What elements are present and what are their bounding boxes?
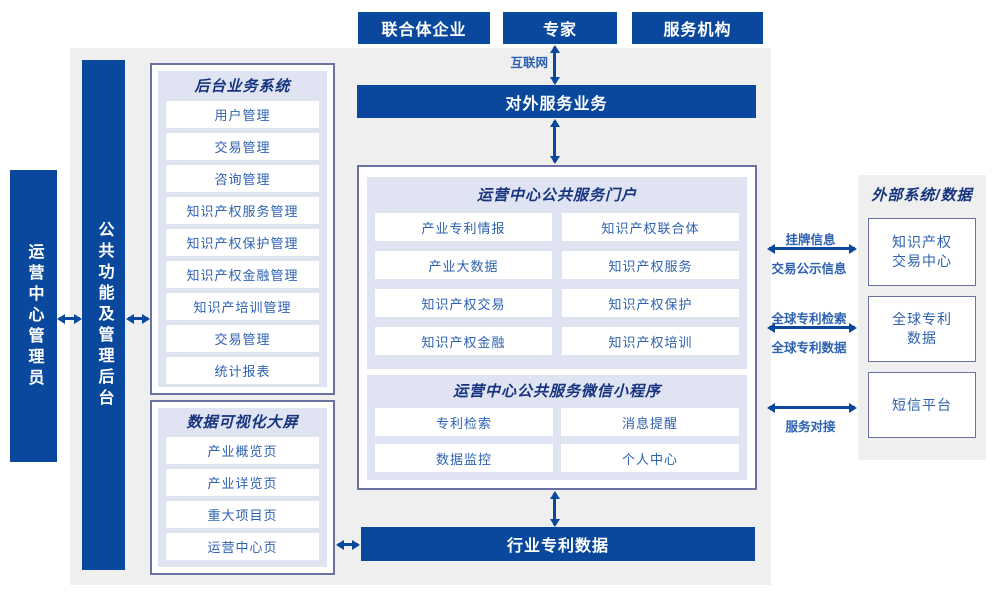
screen-item: 运营中心页	[166, 533, 319, 560]
global-patent-data-line1: 全球专利	[892, 311, 952, 328]
global-patent-data-box: 全球专利 数据	[868, 296, 976, 362]
backend-item: 用户管理	[166, 101, 319, 128]
industry-patent-bar: 行业专利数据	[361, 527, 755, 561]
union-enterprise-box: 联合体企业	[358, 12, 490, 44]
screen-item: 产业概览页	[166, 437, 319, 464]
portal-panel: 运营中心公共服务门户 产业专利情报 知识产权联合体 产业大数据 知识产权服务 知…	[367, 177, 747, 369]
operation-admin-label: 运营中心管理员	[25, 242, 43, 390]
ip-trade-center-line2: 交易中心	[892, 253, 952, 269]
public-function-bar: 公共功能及管理后台	[82, 60, 125, 570]
miniprogram-item: 数据监控	[375, 444, 553, 472]
backend-system-box: 后台业务系统 用户管理 交易管理 咨询管理 知识产权服务管理 知识产权保护管理 …	[150, 63, 335, 395]
service-org-box: 服务机构	[632, 12, 763, 44]
portal-item: 知识产权服务	[562, 251, 739, 279]
portal-item: 知识产权金融	[375, 327, 552, 355]
portal-item: 知识产权保护	[562, 289, 739, 317]
portal-item: 产业专利情报	[375, 213, 552, 241]
service-to-portal-arrow-icon	[549, 119, 560, 164]
service-org-label: 服务机构	[663, 22, 732, 39]
union-enterprise-label: 联合体企业	[381, 22, 467, 39]
miniprogram-panel: 运营中心公共服务微信小程序 专利检索 消息提醒 数据监控 个人中心	[367, 375, 747, 480]
internet-label: 互联网	[510, 56, 548, 70]
external-panel-title: 外部系统/数据	[871, 187, 973, 204]
backend-to-system-arrow-icon	[126, 313, 150, 324]
external-service-label: 对外服务业务	[505, 95, 608, 113]
backend-item: 交易管理	[166, 325, 319, 352]
screen-to-patentdata-arrow-icon	[336, 539, 360, 550]
backend-item: 统计报表	[166, 357, 319, 384]
expert-label: 专家	[542, 22, 577, 39]
global-patent-data-line2: 数据	[907, 330, 937, 346]
backend-system-list: 用户管理 交易管理 咨询管理 知识产权服务管理 知识产权保护管理 知识产权金融管…	[158, 99, 327, 392]
data-screen-title: 数据可视化大屏	[186, 414, 299, 431]
miniprogram-item: 个人中心	[561, 444, 739, 472]
data-screen-box: 数据可视化大屏 产业概览页 产业详览页 重大项目页 运营中心页	[150, 400, 335, 575]
backend-item: 知识产权服务管理	[166, 197, 319, 224]
backend-item: 交易管理	[166, 133, 319, 160]
portal-item: 产业大数据	[375, 251, 552, 279]
backend-item: 知识产权金融管理	[166, 261, 319, 288]
listing-info-label: 挂牌信息	[785, 233, 836, 247]
ip-trade-center-box: 知识产权 交易中心	[868, 218, 976, 286]
sms-platform-line1: 短信平台	[892, 396, 952, 413]
global-patent-search-label: 全球专利检索	[771, 312, 847, 326]
industry-patent-label: 行业专利数据	[506, 538, 609, 555]
portal-box: 运营中心公共服务门户 产业专利情报 知识产权联合体 产业大数据 知识产权服务 知…	[357, 165, 757, 490]
portal-to-patentdata-arrow-icon	[549, 491, 560, 527]
ip-trade-center-line1: 知识产权	[892, 234, 952, 251]
expert-box: 专家	[503, 12, 617, 44]
global-patent-data-label: 全球专利数据	[771, 341, 847, 355]
global-patent-arrow-icon	[767, 322, 857, 333]
portal-grid: 产业专利情报 知识产权联合体 产业大数据 知识产权服务 知识产权交易 知识产权保…	[367, 211, 747, 363]
trade-center-arrow-icon	[767, 243, 857, 254]
screen-item: 重大项目页	[166, 501, 319, 528]
external-service-bar: 对外服务业务	[357, 85, 756, 118]
backend-item: 知识产权保护管理	[166, 229, 319, 256]
sms-platform-box: 短信平台	[868, 372, 976, 438]
data-screen-list: 产业概览页 产业详览页 重大项目页 运营中心页	[158, 435, 327, 568]
miniprogram-item: 专利检索	[375, 408, 553, 436]
admin-to-backend-arrow-icon	[57, 313, 82, 324]
public-function-label: 公共功能及管理后台	[95, 220, 113, 410]
portal-title: 运营中心公共服务门户	[476, 186, 637, 204]
service-connect-label: 服务对接	[785, 420, 836, 434]
miniprogram-item: 消息提醒	[561, 408, 739, 436]
operation-admin-box: 运营中心管理员	[10, 170, 57, 462]
backend-item: 咨询管理	[166, 165, 319, 192]
portal-item: 知识产权培训	[562, 327, 739, 355]
sms-arrow-icon	[767, 402, 857, 413]
backend-item: 知识产培训管理	[166, 293, 319, 320]
screen-item: 产业详览页	[166, 469, 319, 496]
backend-system-panel: 后台业务系统 用户管理 交易管理 咨询管理 知识产权服务管理 知识产权保护管理 …	[158, 71, 327, 387]
trade-publicity-label: 交易公示信息	[771, 262, 847, 276]
miniprogram-grid: 专利检索 消息提醒 数据监控 个人中心	[367, 406, 747, 480]
miniprogram-title: 运营中心公共服务微信小程序	[452, 383, 661, 400]
internet-arrow-icon	[549, 45, 560, 85]
data-screen-panel: 数据可视化大屏 产业概览页 产业详览页 重大项目页 运营中心页	[158, 408, 327, 567]
backend-system-title: 后台业务系统	[194, 77, 291, 95]
portal-item: 知识产权联合体	[562, 213, 739, 241]
portal-item: 知识产权交易	[375, 289, 552, 317]
